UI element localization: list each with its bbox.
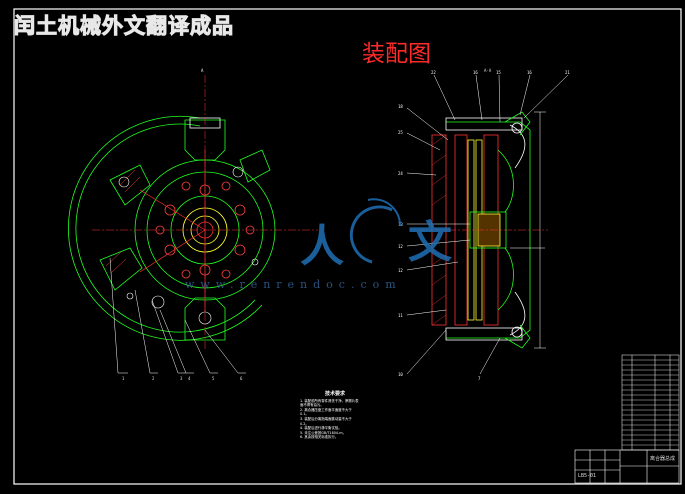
svg-text:12: 12 (398, 244, 403, 249)
svg-text:16: 16 (473, 70, 478, 75)
requirement-line: 5. 未注公差按GB/T1804-m。 (300, 430, 346, 435)
leader-lines-right (406, 74, 569, 375)
front-view (68, 75, 318, 350)
requirement-line: 3. 装配后分离指端面跳动量不大于0.2。 (300, 416, 352, 426)
part-number: 6 (240, 376, 243, 381)
watermark-url: www.renrendoc.com (185, 278, 402, 291)
technical-requirements-heading: 技术要求 (324, 391, 345, 397)
drawing-title: 装配图 (362, 41, 431, 67)
svg-text:11: 11 (398, 313, 403, 318)
requirement-line: 2. 离合器压盘工作面平面度不大于0.1。 (300, 407, 352, 417)
title-block-name: 离合器总成 (650, 456, 676, 462)
part-number: 4 (188, 376, 191, 381)
svg-text:7: 7 (478, 376, 481, 381)
svg-text:22: 22 (431, 70, 436, 75)
section-label: A-A (484, 68, 492, 73)
section-view (420, 111, 548, 349)
svg-text:A: A (201, 68, 204, 73)
part-number: 5 (212, 376, 215, 381)
svg-text:16: 16 (527, 70, 532, 75)
watermark-title: 闰土机械外文翻译成品 (14, 14, 234, 39)
part-number: 3 (180, 376, 183, 381)
requirement-line: 1. 装配前所有零件清洗干净，摩擦片表面不得有油污。 (300, 398, 359, 408)
svg-text:10: 10 (398, 372, 403, 377)
parts-list-rows (622, 359, 679, 446)
requirement-line: 4. 装配后进行静平衡试验。 (300, 426, 342, 431)
title-block (574, 449, 680, 484)
watermark-char-ren: 人 (300, 221, 344, 272)
technical-requirements: 技术要求 1. 装配前所有零件清洗干净，摩擦片表面不得有油污。 2. 离合器压盘… (300, 392, 360, 440)
watermark-char-wen: 文 (408, 217, 452, 268)
part-number: 1 (122, 376, 125, 381)
watermark-logo (349, 198, 402, 264)
drawing-border (13, 8, 682, 485)
parts-list (621, 354, 680, 451)
part-number: 2 (152, 376, 155, 381)
svg-text:15: 15 (496, 70, 501, 75)
requirement-line: 6. 其余按相关标准执行。 (300, 435, 339, 440)
svg-text:24: 24 (398, 171, 403, 176)
svg-text:21: 21 (565, 70, 570, 75)
svg-text:18: 18 (398, 104, 403, 109)
title-block-number: LB5-01 (578, 473, 597, 479)
svg-text:12: 12 (398, 268, 403, 273)
leader-lines-left (109, 257, 246, 374)
svg-text:25: 25 (398, 130, 403, 135)
